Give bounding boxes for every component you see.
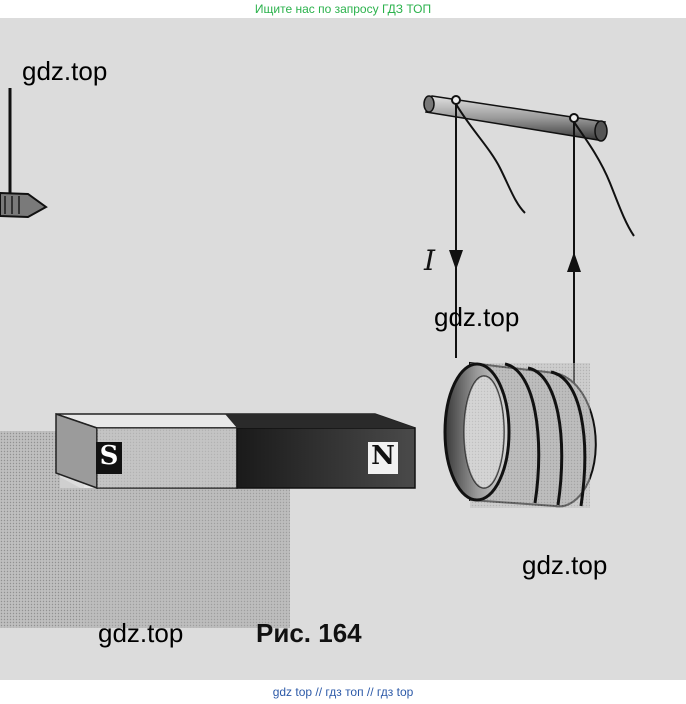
current-label: I [424,244,436,277]
coil [443,361,597,508]
suspension-wires [451,95,635,388]
watermark: gdz.top [22,56,108,86]
down-arrow-icon [449,250,463,270]
bottom-footer[interactable]: gdz top // гдз топ // гдз top [272,685,414,699]
figure-164-illustration [0,88,635,628]
top-banner[interactable]: Ищите нас по запросу ГДЗ ТОП [254,2,432,16]
textbook-scan: S N I gdz.top gdz.top gdz.top gdz.top Ри… [0,18,686,680]
compass-fragment [0,88,48,219]
watermark: gdz.top [98,618,184,648]
watermark: gdz.top [434,302,520,332]
n-pole-label-box [368,442,398,474]
suspension-rod [423,95,608,142]
up-arrow-icon [567,252,581,272]
current-arrows [449,250,581,272]
north-pole-label: N [371,441,395,471]
figure-caption: Рис. 164 [256,618,362,648]
s-pole-label-box [96,442,122,474]
south-pole-label: S [99,441,119,471]
watermark: gdz.top [522,550,608,580]
